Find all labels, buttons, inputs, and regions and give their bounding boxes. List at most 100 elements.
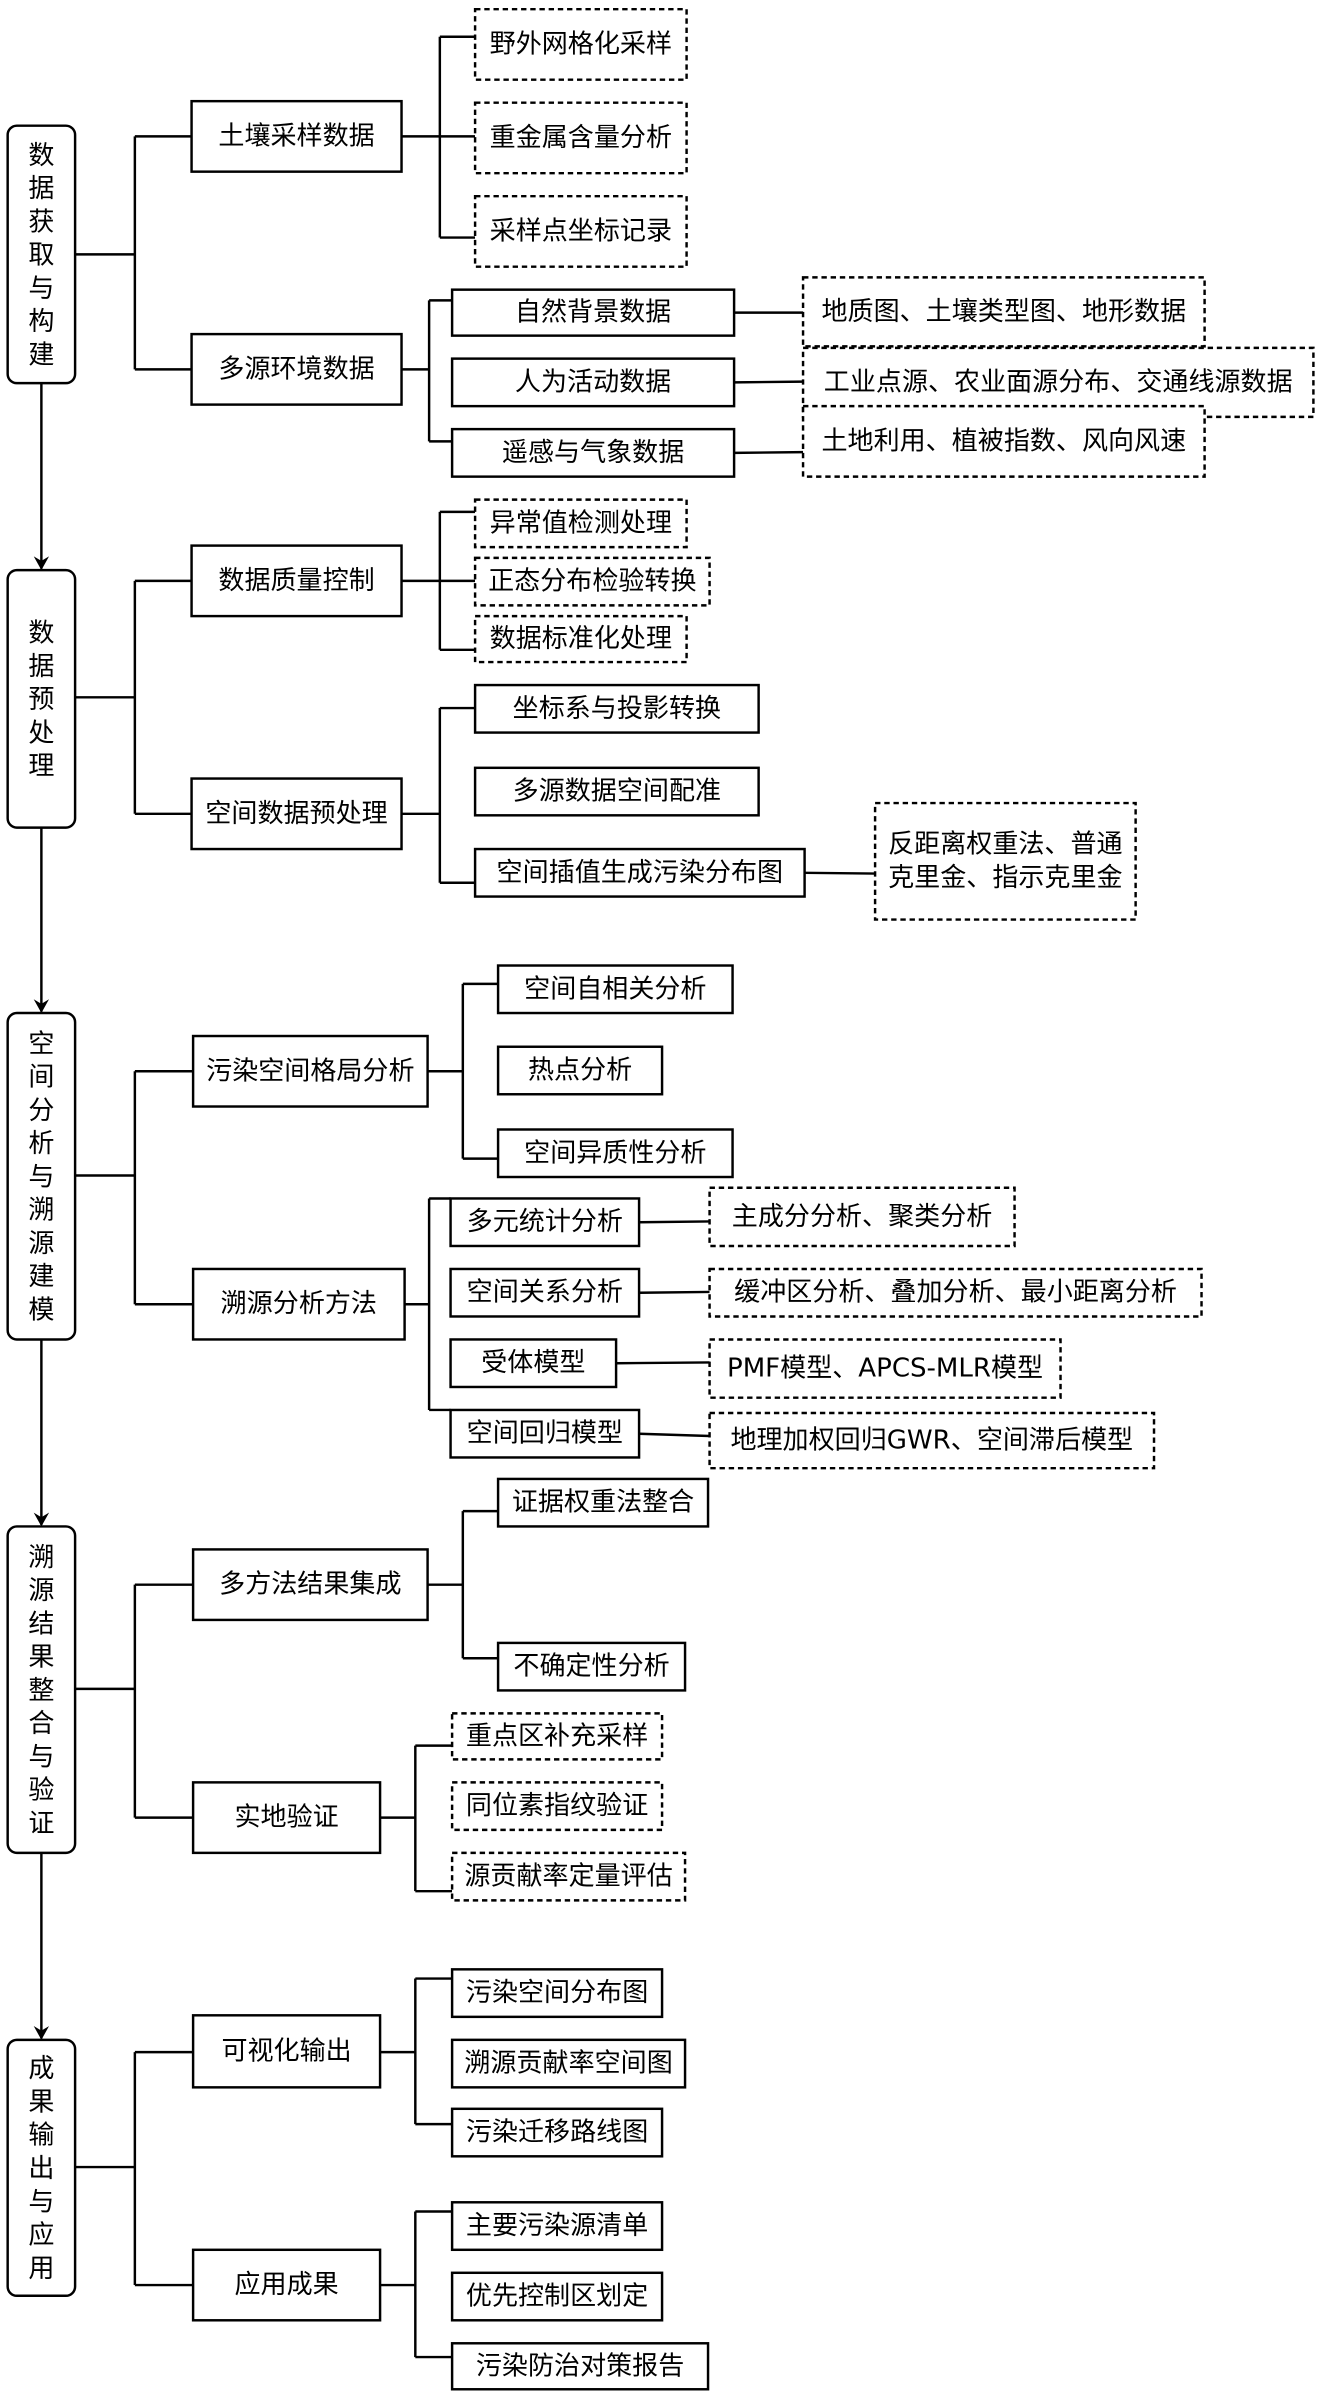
detail-box: 地理加权回归GWR、空间滞后模型 [708,1411,1156,1470]
box-label: 空间回归模型 [467,1419,623,1449]
detail-box: 地质图、土壤类型图、地形数据 [801,276,1206,348]
box-label: 实地验证 [234,1803,338,1833]
group-box: 多方法结果集成 [191,1548,429,1622]
item-box-border [473,101,688,175]
box-label: 地质图、土壤类型图、地形数据 [821,297,1186,327]
detail-box-border [708,1267,1203,1318]
item-box: 不确定性分析 [496,1641,687,1692]
box-label: 数据标准化处理 [490,624,672,654]
item-box: 空间自相关分析 [496,964,734,1015]
item-box: 异常值检测处理 [473,498,688,549]
item-box: 采样点坐标记录 [473,194,688,268]
box-label: 优先控制区划定 [466,2282,648,2312]
stage-box-border [6,1525,77,1855]
box-label: PMF模型、APCS-MLR模型 [727,1354,1043,1384]
group-box-border [190,99,403,173]
detail-box: 缓冲区分析、叠加分析、最小距离分析 [708,1267,1203,1318]
box-label: 受体模型 [481,1348,585,1378]
item-box: 遥感与气象数据 [450,427,736,478]
detail-connector [804,871,876,875]
item-box-border [473,7,688,81]
stage-box: 溯源结果整合与验证 [6,1525,77,1855]
box-label: 证据权重法整合 [512,1488,694,1518]
box-label: 重金属含量分析 [490,123,672,153]
group-box-border [190,332,403,406]
item-box-border [473,847,806,898]
box-label: 遥感与气象数据 [502,438,684,468]
detail-box: PMF模型、APCS-MLR模型 [708,1338,1062,1399]
item-box-border [449,1267,641,1318]
detail-connector [734,450,804,455]
item-box: 证据权重法整合 [496,1477,710,1528]
detail-box: 土地利用、植被指数、风向风速 [801,404,1206,478]
detail-connector [639,1432,710,1438]
detail-box-border [873,801,1137,921]
detail-box: 工业点源、农业面源分布、交通线源数据 [801,346,1315,419]
item-box-border [450,2201,664,2252]
box-label: 空间关系分析 [467,1278,623,1308]
detail-box-border [801,346,1315,419]
stage-title: 成果输出与应用 [28,2054,54,2284]
detail-box-border [708,1411,1156,1470]
stage-box-border [6,568,77,829]
item-box: 空间异质性分析 [496,1128,734,1179]
item-box: 污染防治对策报告 [450,2342,710,2391]
group-box-border [191,2014,382,2089]
stage-box-border [6,124,77,385]
detail-connector [734,380,804,384]
item-box: 污染空间分布图 [450,1968,664,2019]
box-label: 主要污染源清单 [466,2211,648,2241]
item-box: 污染迁移路线图 [450,2107,664,2158]
item-box-border [450,2271,664,2322]
item-box-border [450,2107,664,2158]
detail-box-border [708,1186,1016,1248]
item-box-border [450,357,736,408]
box-label: 工业点源、农业面源分布、交通线源数据 [824,367,1293,397]
item-box-border [473,498,688,549]
box-label: 土地利用、植被指数、风向风速 [821,426,1186,456]
box-label: 克里金、指示克里金 [888,863,1122,893]
box-label: 多源数据空间配准 [513,777,721,807]
item-box: 重点区补充采样 [450,1712,664,1761]
item-box: 空间回归模型 [449,1408,641,1459]
item-box-border [473,683,760,734]
stage-box: 数据获取与构建 [6,124,77,385]
group-box: 可视化输出 [191,2014,382,2089]
box-label: 野外网格化采样 [490,29,672,59]
item-box-border [450,1851,687,1902]
connector-lines [33,35,876,2359]
item-box-border [450,288,736,337]
item-box-border [449,1338,618,1389]
box-label: 多方法结果集成 [219,1570,401,1600]
item-box: 人为活动数据 [450,357,736,408]
stage-box: 空间分析与溯源建模 [6,1011,77,1341]
stage-box: 数据预处理 [6,568,77,829]
box-label: 溯源分析方法 [221,1289,377,1319]
box-label: 坐标系与投影转换 [513,694,721,724]
item-box-border [473,556,711,607]
box-label: 污染防治对策报告 [476,2351,684,2381]
box-label: 主成分分析、聚类分析 [732,1202,992,1232]
item-box-border [450,1968,664,2019]
box-label: 地理加权回归GWR、空间滞后模型 [730,1426,1133,1456]
item-box: 多元统计分析 [449,1197,641,1248]
item-box: 热点分析 [496,1045,664,1096]
box-label: 多元统计分析 [467,1207,623,1237]
item-box-border [496,1128,734,1179]
item-box-border [449,1197,641,1248]
item-box: 正态分布检验转换 [473,556,711,607]
box-label: 缓冲区分析、叠加分析、最小距离分析 [734,1278,1177,1308]
item-box: 源贡献率定量评估 [450,1851,687,1902]
item-box: 同位素指纹验证 [450,1781,664,1832]
box-label: 溯源贡献率空间图 [464,2049,672,2079]
box-label: 自然背景数据 [515,298,671,328]
item-box: 主要污染源清单 [450,2201,664,2252]
box-label: 正态分布检验转换 [488,567,696,597]
stage-box-border [6,1011,77,1341]
box-label: 污染空间分布图 [466,1978,648,2008]
item-box-border [450,2342,710,2391]
item-box-border [450,1712,664,1761]
box-label: 土壤采样数据 [218,121,374,151]
group-box: 污染空间格局分析 [191,1034,429,1108]
